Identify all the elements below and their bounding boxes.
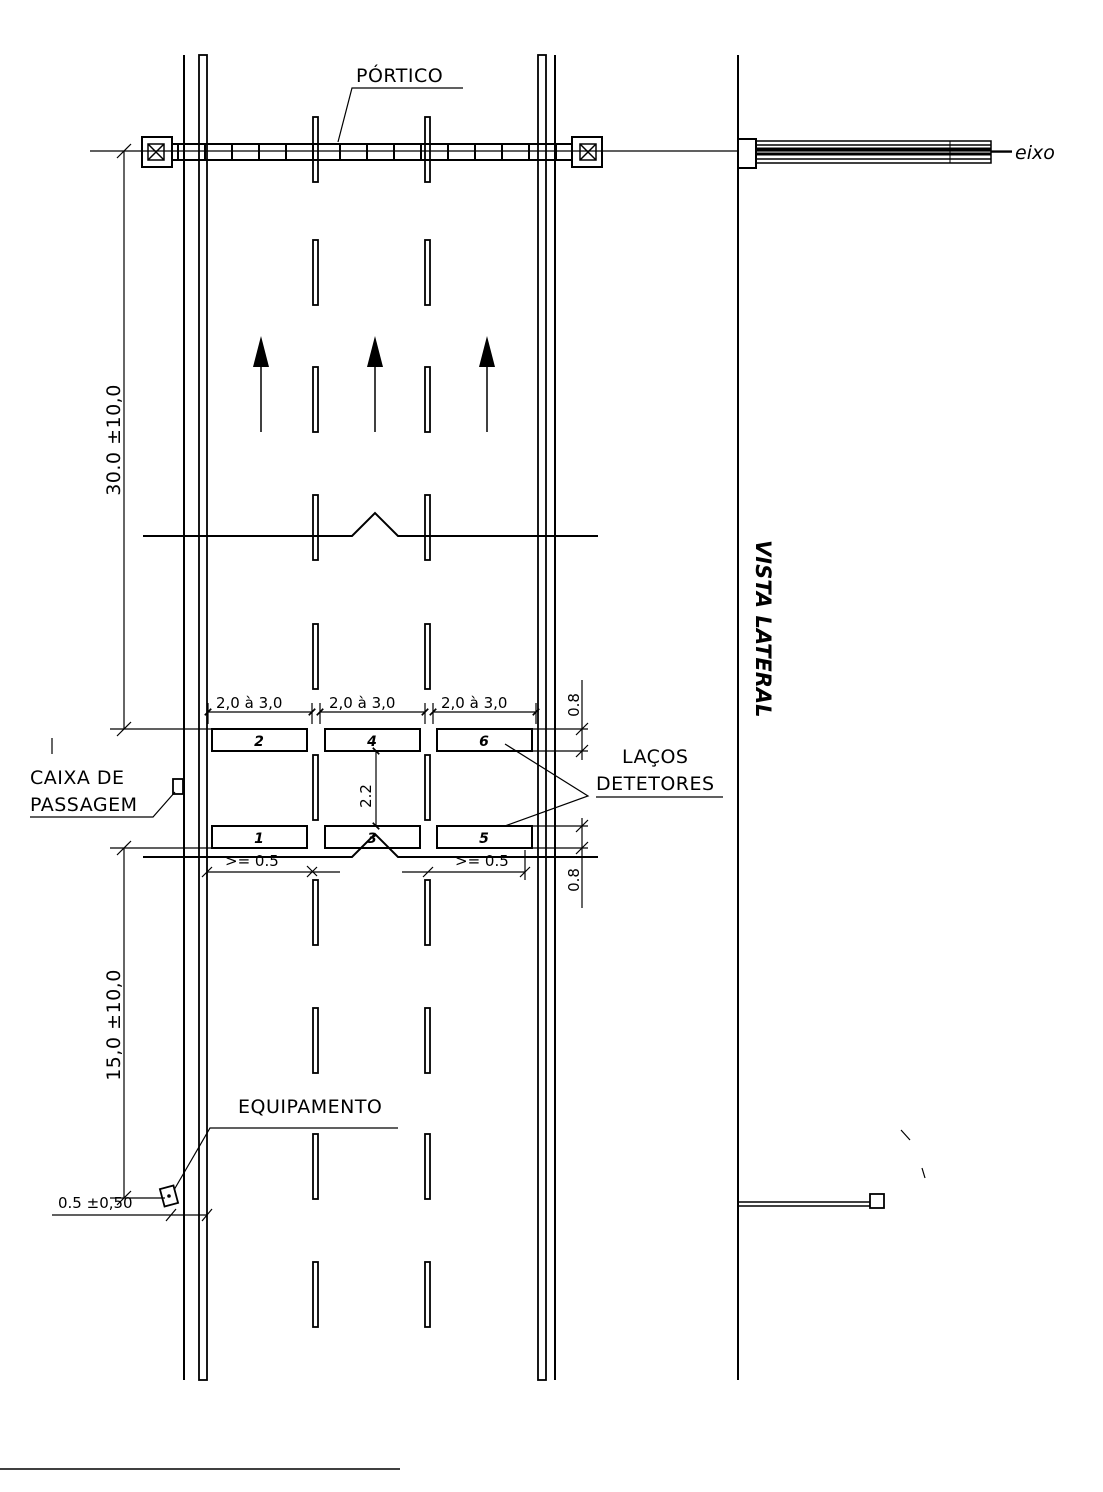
equipamento: EQUIPAMENTO (158, 1096, 398, 1208)
lacos-line-2: DETETORES (596, 773, 715, 795)
distance-gantry-to-loops: 30.0 ±10,0 (103, 143, 212, 737)
edge-distance-dimensions: >= 0.5 >= 0.5 (201, 850, 531, 880)
loop-2: 2 (211, 728, 308, 752)
loop-spacing-dimension: 2.2 (357, 747, 380, 830)
lane-dash (312, 623, 319, 690)
distance-loops-to-equipment: 15,0 ±10,0 (103, 840, 212, 1206)
detector-loops: 2 4 6 1 3 5 (211, 728, 533, 849)
caixa-de-passagem: CAIXA DE PASSAGEM (30, 767, 184, 818)
lane-dash (424, 623, 431, 690)
lane-dash (424, 366, 431, 433)
equip-offset-value: 0.5 ±0,50 (58, 1194, 133, 1212)
portico-gantry (90, 136, 1012, 168)
arrow-lane-2 (367, 336, 383, 432)
loop-4-number: 4 (366, 734, 377, 750)
loop-3-number: 3 (367, 831, 377, 847)
scan-marks (51, 738, 926, 1179)
traffic-direction-arrows (253, 336, 495, 432)
lane-dash (312, 494, 319, 561)
edge-right-value: >= 0.5 (455, 852, 509, 870)
dist-bottom-value: 15,0 ±10,0 (103, 969, 125, 1081)
lane-dash (312, 1133, 319, 1200)
caixa-line-1: CAIXA DE (30, 767, 125, 789)
loop-length-1: 2,0 à 3,0 (216, 694, 282, 712)
lane-dash (424, 116, 431, 183)
lane-dash (424, 1133, 431, 1200)
loop-4: 4 (324, 728, 421, 752)
eixo-label: eixo (1015, 142, 1055, 164)
caixa-line-2: PASSAGEM (30, 794, 138, 816)
portico-text: PÓRTICO (356, 63, 443, 87)
lane-dash (312, 239, 319, 306)
equipment-offset-dimension: 0.5 ±0,50 (52, 1194, 213, 1222)
loop-5-number: 5 (479, 831, 489, 847)
break-line-bottom (143, 832, 598, 858)
lane-divider-dashes (312, 116, 431, 1328)
loop-5: 5 (436, 825, 533, 849)
lane-dash (312, 366, 319, 433)
arrow-lane-1 (253, 336, 269, 432)
lane-dash (424, 1007, 431, 1074)
lane-dash (424, 239, 431, 306)
loop-width-bottom: 0.8 (565, 868, 583, 892)
lacos-line-1: LAÇOS (622, 746, 688, 768)
loop-6: 6 (436, 728, 533, 752)
lane-dash (312, 1261, 319, 1328)
loop-3: 3 (324, 825, 421, 849)
arrow-lane-3 (479, 336, 495, 432)
loop-1: 1 (211, 825, 308, 849)
side-view: eixo (737, 55, 1055, 1380)
loop-2-number: 2 (254, 734, 264, 750)
lacos-detetores-label: LAÇOS DETETORES (504, 743, 723, 827)
loop-width-dimensions: 0.8 0.8 (532, 680, 589, 908)
loop-spacing-value: 2.2 (357, 784, 375, 808)
road-right-edge (537, 54, 556, 1381)
equipamento-text: EQUIPAMENTO (238, 1096, 382, 1118)
dist-top-value: 30.0 ±10,0 (103, 384, 125, 496)
lane-dash (424, 754, 431, 821)
vista-lateral-label: VISTA LATERAL (751, 540, 775, 718)
loop-6-number: 6 (479, 734, 489, 750)
lane-dash (312, 879, 319, 946)
loop-length-3: 2,0 à 3,0 (441, 694, 507, 712)
portico-label: PÓRTICO (337, 63, 463, 143)
edge-left-value: >= 0.5 (225, 852, 279, 870)
lane-dash (312, 1007, 319, 1074)
lane-dash (312, 754, 319, 821)
lane-dash (424, 879, 431, 946)
loop-1-number: 1 (254, 831, 264, 847)
lane-dash (424, 494, 431, 561)
break-line-top (143, 511, 598, 537)
loop-width-top: 0.8 (565, 693, 583, 717)
road-left-edge (183, 54, 208, 1381)
loop-length-dimensions: 2,0 à 3,0 2,0 à 3,0 2,0 à 3,0 (204, 694, 540, 724)
lane-dash (424, 1261, 431, 1328)
loop-length-2: 2,0 à 3,0 (329, 694, 395, 712)
